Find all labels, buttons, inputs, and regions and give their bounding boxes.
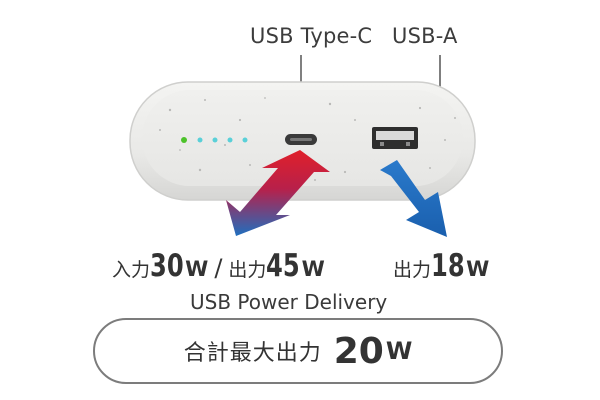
- power-bank-image: [129, 55, 476, 237]
- input-label: 入力: [112, 259, 151, 281]
- total-output-value: 20: [333, 330, 384, 372]
- usb-a-output-unit: W: [466, 257, 490, 281]
- usb-c-spec: 入力 30 W / 出力 45 W: [112, 248, 325, 284]
- output-value: 45: [266, 248, 301, 284]
- pd-label: USB Power Delivery: [190, 290, 388, 314]
- input-unit: W: [185, 257, 209, 281]
- usb-a-port-icon: [372, 127, 418, 149]
- total-output-unit: W: [385, 337, 413, 365]
- double-arrow-icon: [226, 150, 330, 236]
- total-output-label: 合計最大出力: [183, 341, 322, 366]
- usb-a-output-value: 18: [431, 248, 465, 284]
- output-unit: W: [301, 257, 325, 281]
- usb-c-port-icon: [285, 134, 317, 145]
- usb-a-spec: 出力 18 W: [393, 248, 489, 284]
- usb-a-output-label: 出力: [393, 259, 432, 281]
- total-output-badge: 合計最大出力 20 W: [93, 318, 503, 384]
- usb-a-label: USB-A: [392, 24, 458, 48]
- led-indicators: [181, 137, 248, 143]
- spec-separator: /: [214, 254, 223, 282]
- down-arrow-icon: [380, 160, 447, 237]
- input-value: 30: [150, 248, 184, 284]
- output-label: 出力: [228, 259, 267, 281]
- usb-c-label: USB Type-C: [250, 24, 373, 48]
